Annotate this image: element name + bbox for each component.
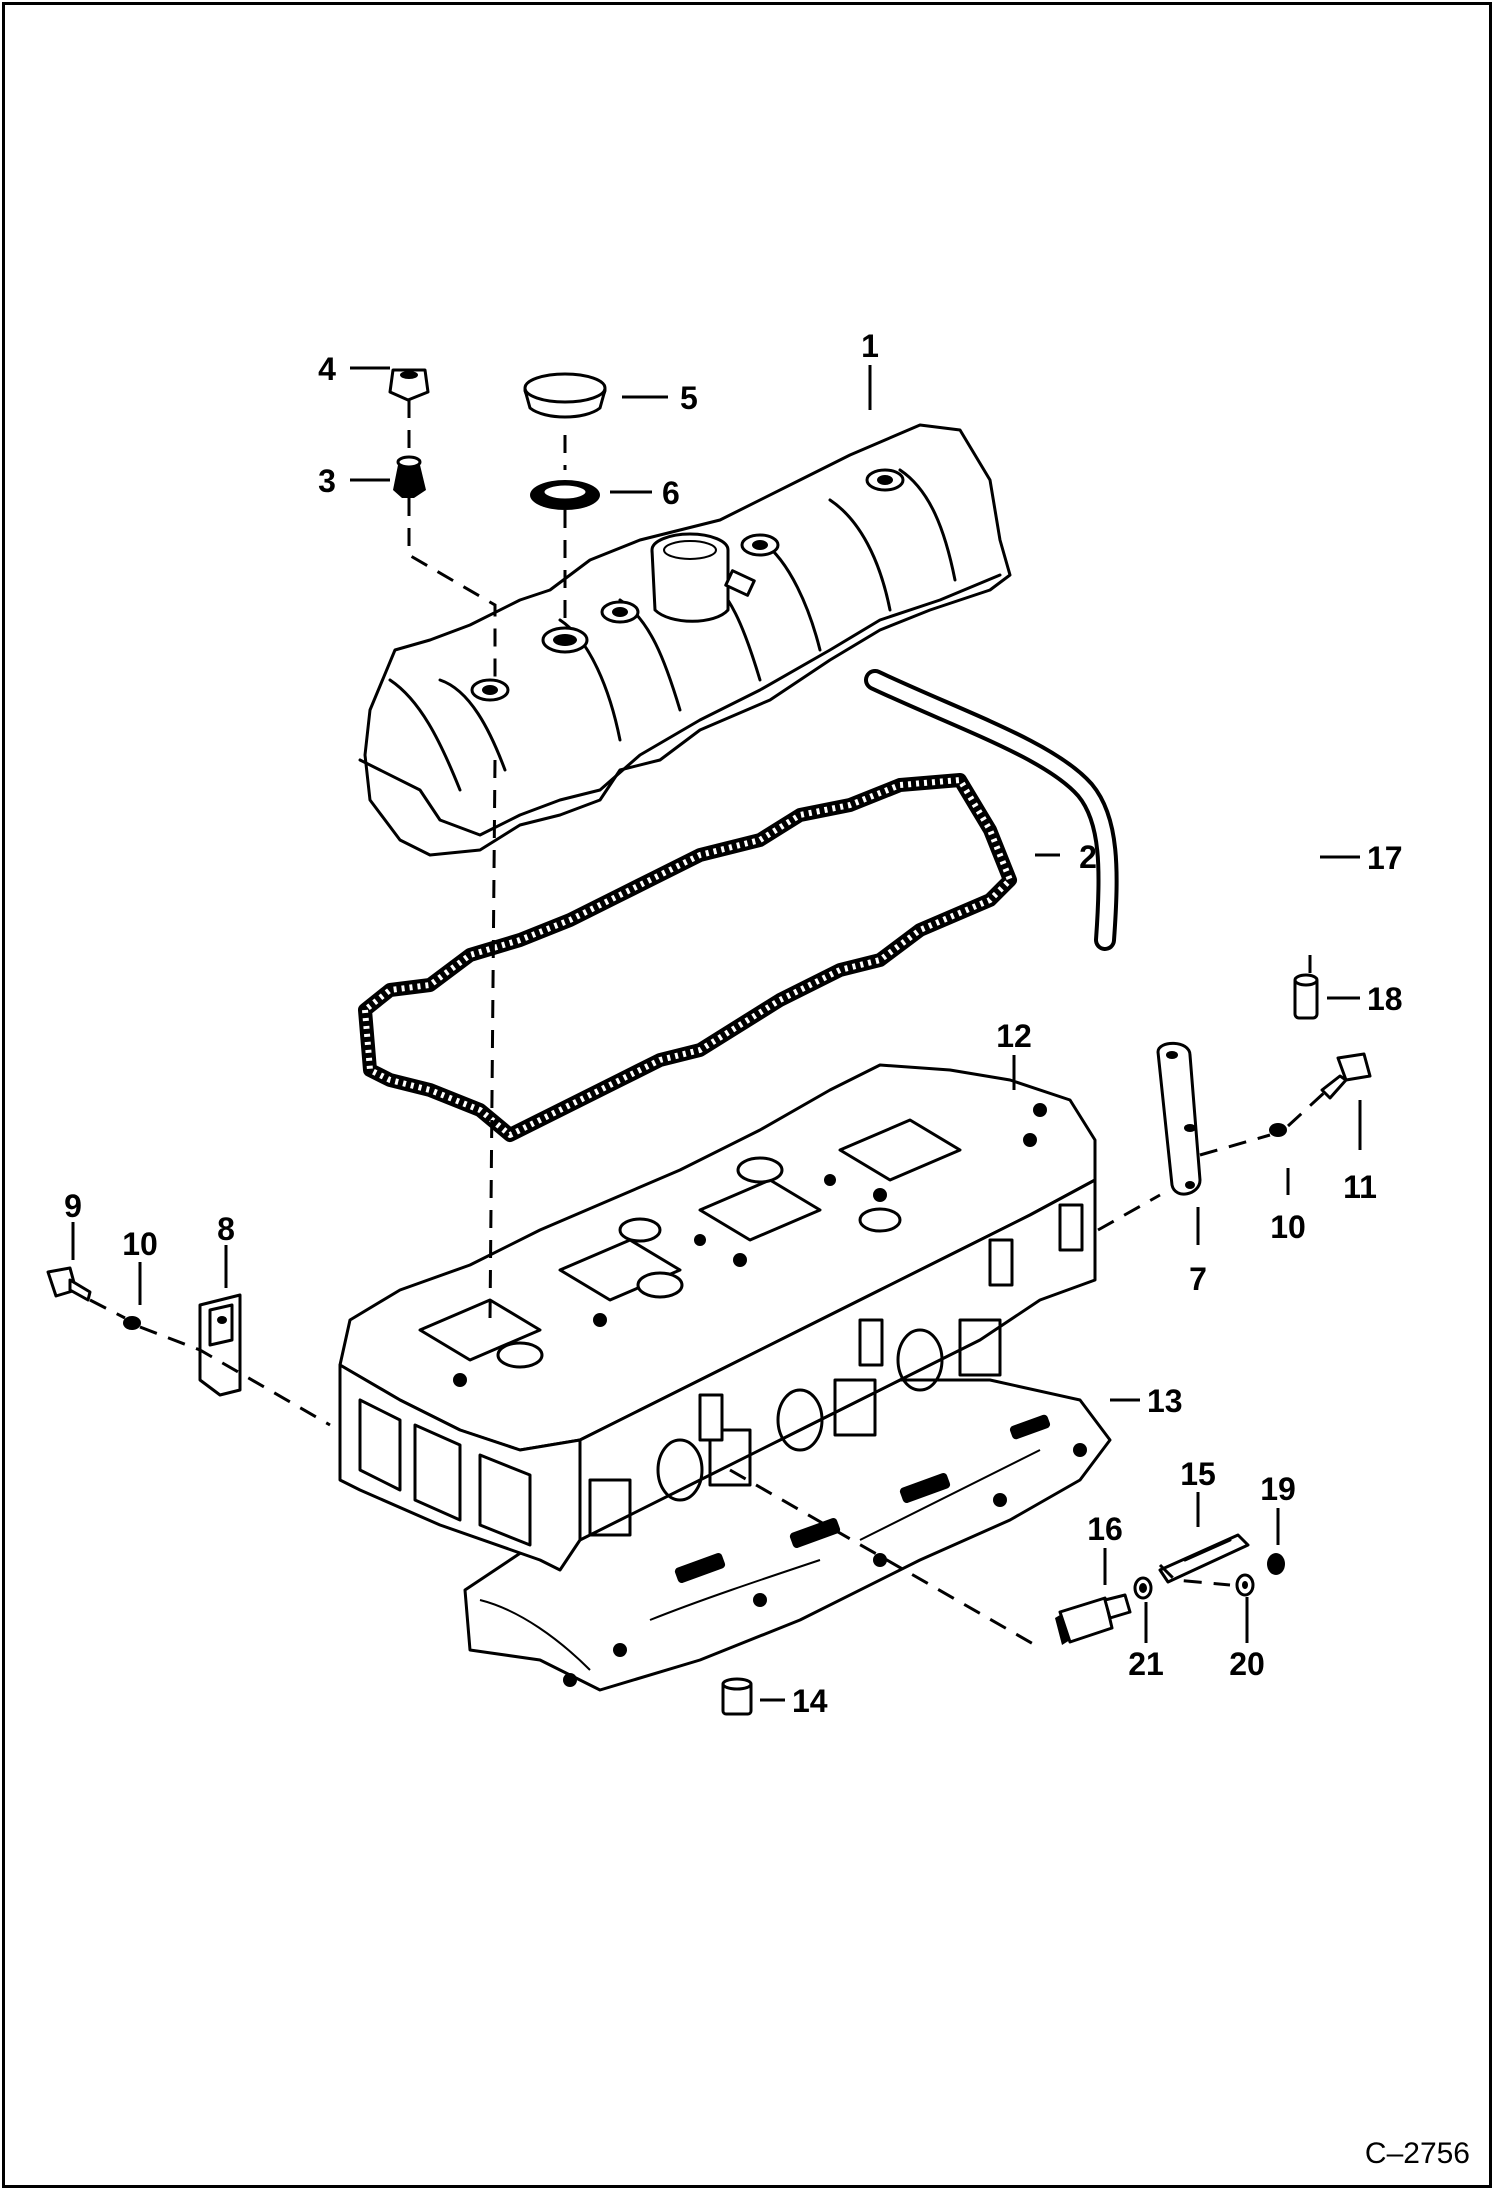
valve-cover-gasket <box>358 773 1017 1142</box>
hose-fitting-part-18 <box>1293 973 1319 1020</box>
nut-part-19 <box>1267 1553 1285 1575</box>
rocker-cover <box>358 423 1012 857</box>
washer-part-20 <box>1235 1573 1255 1597</box>
callout-10-right: 10 <box>1270 1209 1306 1245</box>
bolt-part-11 <box>1320 1052 1372 1100</box>
callout-8: 8 <box>217 1211 235 1247</box>
callout-11: 11 <box>1343 1169 1377 1205</box>
washer-part-10-left <box>123 1316 141 1330</box>
washer-part-21 <box>1133 1576 1153 1600</box>
callout-18: 18 <box>1367 981 1403 1017</box>
callout-15: 15 <box>1180 1456 1216 1492</box>
callout-20: 20 <box>1229 1646 1265 1682</box>
seal-part-6 <box>530 480 600 510</box>
bolt-part-9 <box>46 1266 92 1302</box>
callout-14: 14 <box>792 1683 828 1719</box>
leader-lines <box>71 365 1362 1702</box>
assembly-lines <box>89 400 1327 1647</box>
callout-6: 6 <box>662 475 680 511</box>
cylinder-head <box>338 1063 1097 1572</box>
callouts: 1 2 3 4 5 6 7 8 9 10 10 11 12 13 14 15 1… <box>64 328 1402 1719</box>
breather-hose <box>864 669 1119 951</box>
callout-12: 12 <box>996 1018 1032 1054</box>
callout-21: 21 <box>1128 1646 1164 1682</box>
gasket-holes <box>563 1414 1087 1687</box>
callout-10-left: 10 <box>122 1226 158 1262</box>
callout-16: 16 <box>1087 1511 1123 1547</box>
callout-5: 5 <box>680 380 698 416</box>
callout-2: 2 <box>1079 839 1097 875</box>
dowel-part-14 <box>721 1677 753 1716</box>
cap-part-5 <box>523 372 607 419</box>
connector-part-15 <box>1158 1533 1250 1584</box>
grommet-part-3 <box>393 455 426 498</box>
callout-9: 9 <box>64 1188 82 1224</box>
callout-7: 7 <box>1189 1261 1207 1297</box>
washer-part-10-right <box>1269 1123 1287 1137</box>
nut-part-4 <box>388 368 430 402</box>
sensor-part-16 <box>1055 1593 1132 1645</box>
callout-4: 4 <box>318 351 336 387</box>
callout-17: 17 <box>1367 840 1403 876</box>
callout-13: 13 <box>1147 1383 1183 1419</box>
figure-id: C–2756 <box>1365 2137 1470 2170</box>
callout-3: 3 <box>318 463 336 499</box>
lift-bracket-part-8 <box>198 1293 242 1397</box>
callout-1: 1 <box>861 328 879 364</box>
callout-19: 19 <box>1260 1471 1296 1507</box>
lift-bracket-part-7 <box>1156 1041 1202 1196</box>
